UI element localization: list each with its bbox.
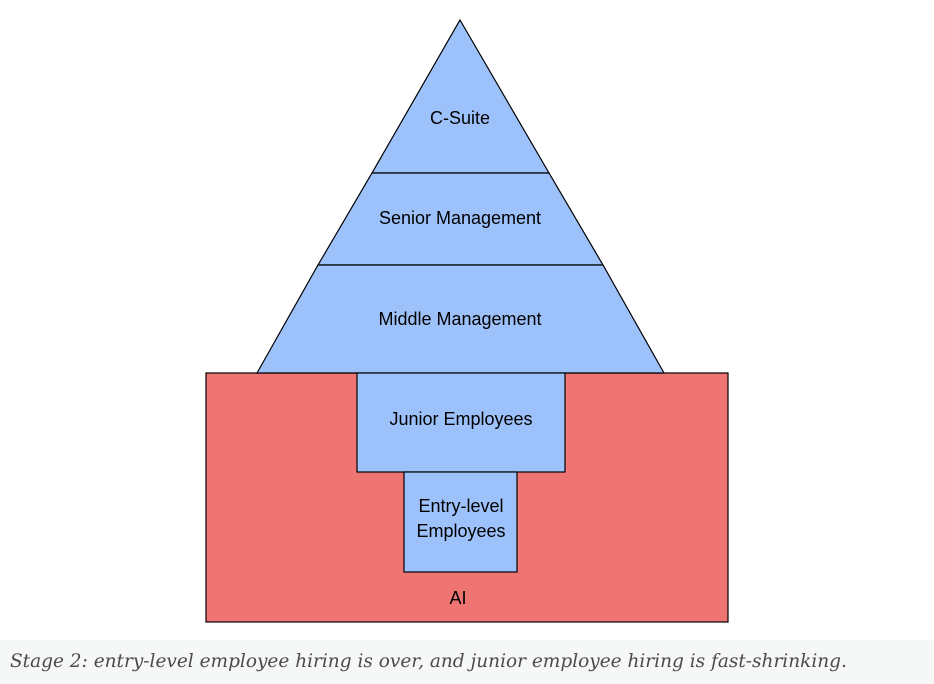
hierarchy-diagram: C-Suite Senior Management Middle Managem… [205,18,729,623]
label-junior-employees: Junior Employees [389,409,532,429]
tier-c-suite [370,18,551,174]
label-entry-level-line1: Entry-level [418,496,503,516]
label-senior-management: Senior Management [379,208,541,228]
tier-middle-management [255,264,666,374]
label-ai: AI [449,588,466,608]
label-entry-level-line2: Employees [416,521,505,541]
figure-caption: Stage 2: entry-level employee hiring is … [0,640,934,684]
label-middle-management: Middle Management [378,309,541,329]
tier-entry-level-employees [403,471,518,573]
label-c-suite: C-Suite [430,108,490,128]
